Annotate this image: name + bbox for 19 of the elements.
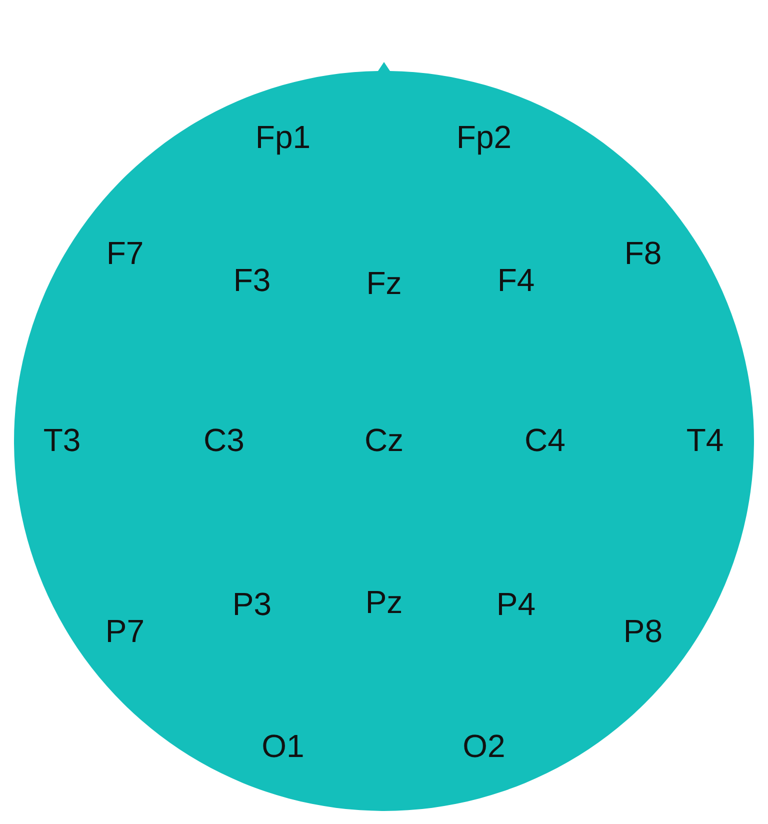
- electrode-label: P7: [105, 615, 145, 647]
- electrode-label: F3: [233, 264, 271, 296]
- electrode-label: F4: [497, 264, 535, 296]
- electrode-label: C4: [524, 424, 566, 456]
- electrode-label: Fz: [366, 267, 402, 299]
- electrode-label: Cz: [364, 424, 404, 456]
- electrode-label: P4: [496, 588, 536, 620]
- electrode-label: P8: [623, 615, 663, 647]
- electrode-label: F7: [106, 237, 144, 269]
- electrode-label: O2: [462, 730, 506, 762]
- electrode-label: P3: [232, 588, 272, 620]
- electrode-label: T4: [686, 424, 724, 456]
- electrode-label: Pz: [365, 586, 403, 618]
- electrode-label: O1: [262, 730, 304, 762]
- electrode-label: F8: [624, 237, 662, 269]
- electrode-label: C3: [204, 424, 244, 456]
- electrode-label: Fp1: [255, 121, 311, 153]
- electrode-label: T3: [43, 424, 81, 456]
- electrode-label: Fp2: [456, 121, 512, 153]
